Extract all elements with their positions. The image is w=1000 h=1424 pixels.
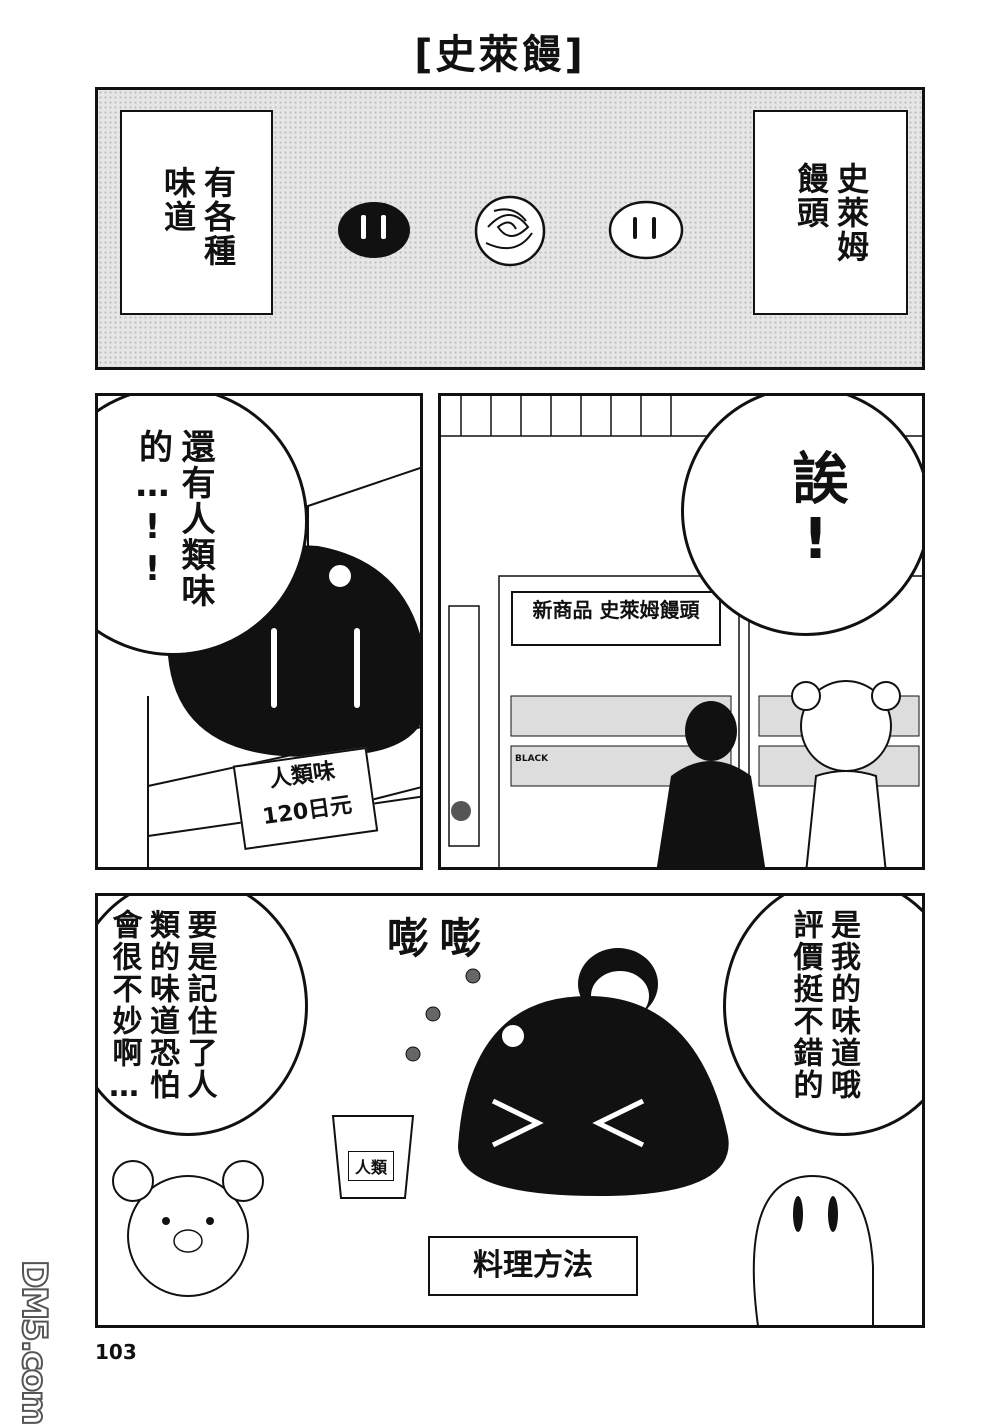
caption-box-left: 有各種味道 xyxy=(120,110,273,315)
white-slime-bun-icon xyxy=(608,200,684,260)
bear-character xyxy=(112,1160,264,1297)
speech-bubble-right: 是我的味道哦評價挺不錯的 xyxy=(723,896,922,1136)
caption-box-right: 史萊姆饅頭 xyxy=(753,110,908,315)
slime-buns-illustration xyxy=(338,195,684,267)
panel-4: 要是記住了人類的味道恐怕會很不妙啊… 是我的味道哦評價挺不錯的 嘭嘭 xyxy=(95,893,925,1328)
container-label: 人類 xyxy=(348,1151,395,1181)
speech-text: 誒! xyxy=(783,449,848,574)
caption-box: 料理方法 xyxy=(428,1236,638,1296)
caption-text-right: 史萊姆饅頭 xyxy=(792,162,870,264)
black-slime-bun-icon xyxy=(458,996,729,1196)
caption-text: 料理方法 xyxy=(473,1248,593,1283)
panel-3: 新商品 史萊姆饅頭 BLACK 誒! xyxy=(438,393,925,870)
watermark-logo: DM5.com xyxy=(13,1259,55,1424)
page-title: [史萊饅] xyxy=(414,32,586,78)
panel-1: 有各種味道 史萊姆饅頭 xyxy=(95,87,925,370)
sound-effect: 嘭嘭 xyxy=(380,916,483,978)
machine-sign: 新商品 史萊姆饅頭 xyxy=(511,591,721,646)
bear-character xyxy=(791,680,901,867)
girl-silhouette xyxy=(656,701,766,867)
speech-text: 還有人類味的…!! xyxy=(132,429,216,609)
speech-bubble-left: 要是記住了人類的味道恐怕會很不妙啊… xyxy=(98,896,308,1136)
black-slime-bun-icon xyxy=(338,202,410,258)
white-slime-character xyxy=(752,1174,874,1325)
panel-2: 還有人類味的…!! 人類味 120日元 xyxy=(95,393,423,870)
page-number: 103 xyxy=(95,1340,137,1364)
machine-sign-text: 新商品 史萊姆饅頭 xyxy=(532,598,700,622)
product-label: BLACK xyxy=(515,754,549,764)
vending-machine-scene xyxy=(441,396,922,867)
slime-scene xyxy=(112,948,874,1325)
speech-bubble: 誒! xyxy=(681,396,922,636)
caption-text-left: 有各種味道 xyxy=(159,166,237,268)
speech-text-right: 是我的味道哦評價挺不錯的 xyxy=(787,909,861,1101)
speech-text-left: 要是記住了人類的味道恐怕會很不妙啊… xyxy=(106,909,217,1106)
swirl-bun-icon xyxy=(474,195,546,267)
